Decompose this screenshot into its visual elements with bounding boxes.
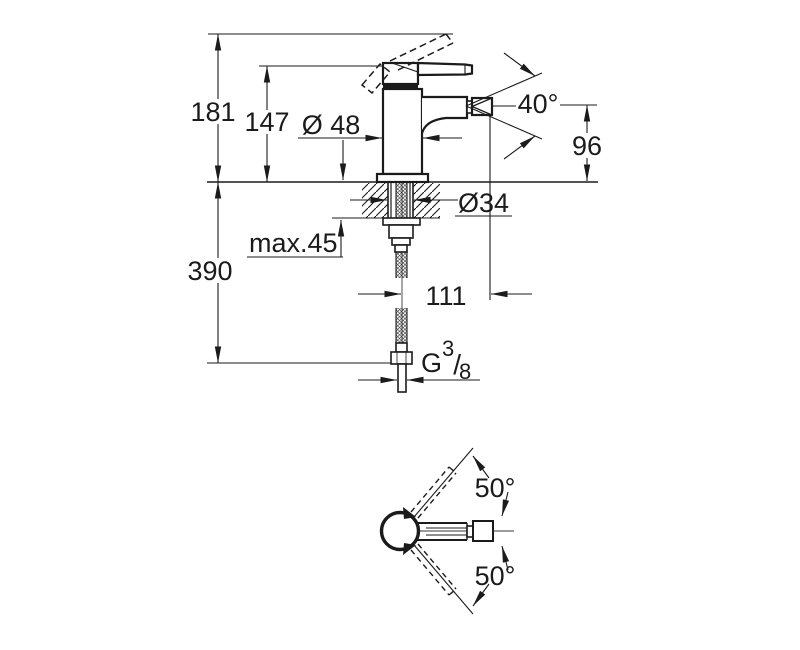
lever-handle xyxy=(416,61,474,77)
mounting-nut xyxy=(388,224,414,239)
supply-hose xyxy=(382,183,421,393)
dim-hole-diameter-label: Ø34 xyxy=(458,188,509,218)
lever-swivel-angle xyxy=(413,447,510,615)
lever-position-lower-dashed xyxy=(410,543,457,596)
spout-swivel-angle xyxy=(465,52,543,160)
thread-size-label: G3/8 xyxy=(421,336,471,384)
dim-spout-height-label: 96 xyxy=(572,131,602,161)
spout-top-view xyxy=(417,520,494,542)
dim-spout-reach-label: 111 xyxy=(425,281,466,311)
lever-raised-position-dashed xyxy=(389,33,454,71)
body-cylinder xyxy=(381,87,424,176)
body-top-view xyxy=(379,510,421,552)
dim-below-deck-label: 390 xyxy=(187,256,232,286)
faucet-body xyxy=(360,33,494,184)
dim-swivel-lower-label: 50° xyxy=(475,561,516,591)
faucet-side-view: 181 147 Ø 48 40° 96 Ø34 max.45 390 111 G… xyxy=(187,33,603,393)
lever-position-upper-dashed xyxy=(410,466,457,519)
dim-swivel-upper-label: 50° xyxy=(475,473,516,503)
base-flange xyxy=(375,172,430,184)
dim-total-height-label: 181 xyxy=(190,97,235,127)
spout xyxy=(420,95,469,134)
dim-spout-angle-label: 40° xyxy=(518,89,559,119)
lever-cap-dashed xyxy=(360,62,392,95)
faucet-top-view: 50° 50° xyxy=(379,447,516,615)
hose-end-tube xyxy=(397,363,407,393)
dim-body-height-label: 147 xyxy=(244,107,289,137)
hose-end-nut xyxy=(390,351,413,365)
dim-body-diameter-label: Ø 48 xyxy=(302,110,361,140)
aerator-top-view xyxy=(472,520,494,542)
dim-max-deck-label: max.45 xyxy=(249,228,338,258)
mounting-washer xyxy=(382,217,421,226)
